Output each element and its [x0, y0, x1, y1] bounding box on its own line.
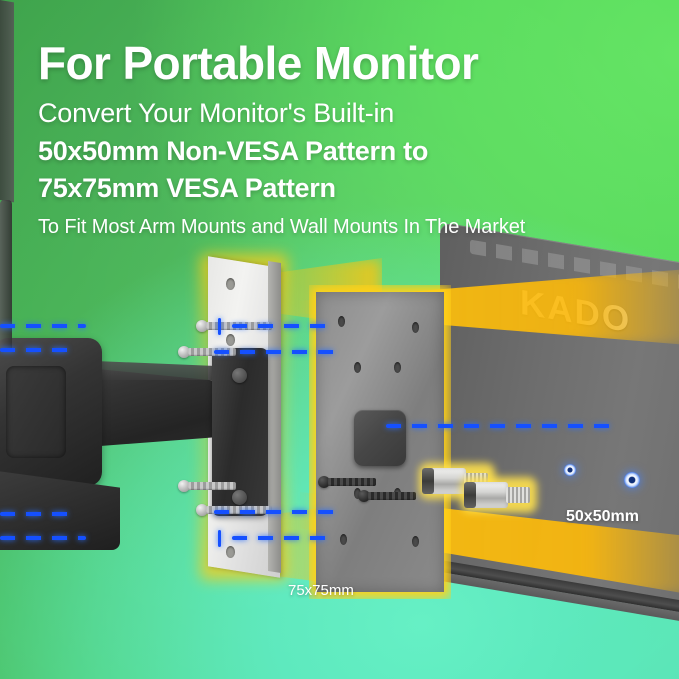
screw-shaft	[188, 482, 236, 490]
caption-75x75mm: 75x75mm	[288, 582, 354, 599]
screw-shaft	[328, 478, 376, 486]
hex-standoff-spacer	[461, 477, 537, 513]
screw-head	[358, 490, 370, 502]
mount-plate-hole	[226, 546, 235, 558]
adapter-hole	[354, 488, 361, 499]
vesa-hole-marker	[564, 464, 576, 476]
headline-text-block: For Portable Monitor Convert Your Monito…	[0, 0, 679, 242]
standoff-hex-cap	[422, 468, 434, 494]
arm-joint-inner-slot	[6, 366, 66, 458]
screw-head	[178, 480, 190, 492]
mount-plate-hole	[226, 334, 235, 346]
page-title: For Portable Monitor	[38, 37, 479, 89]
alignment-guide-cross	[218, 530, 221, 547]
mounting-screw	[318, 476, 380, 488]
adapter-hole	[340, 534, 347, 545]
alignment-guide-cross	[218, 318, 221, 335]
alignment-guide-line	[232, 536, 332, 540]
standoff-thread	[506, 487, 530, 503]
subtitle-line-3: 75x75mm VESA Pattern	[38, 173, 336, 203]
adapter-hole	[338, 316, 345, 327]
adapter-plate-hub	[354, 410, 406, 466]
arm-pin	[232, 368, 247, 383]
alignment-guide-line	[232, 324, 332, 328]
alignment-guide-line	[214, 350, 336, 354]
screw-shaft	[188, 348, 236, 356]
alignment-guide-line	[0, 324, 86, 328]
mount-plate-hole	[226, 278, 235, 290]
subtitle-line-2: 50x50mm Non-VESA Pattern to	[38, 136, 429, 166]
subtitle-line-1: Convert Your Monitor's Built-in	[38, 98, 395, 128]
arm-pin	[232, 490, 247, 505]
alignment-guide-line	[0, 348, 70, 352]
adapter-hole	[394, 362, 401, 373]
screw-head	[196, 320, 208, 332]
alignment-guide-line	[214, 510, 336, 514]
screw-head	[196, 504, 208, 516]
alignment-guide-line	[0, 512, 70, 516]
screw-head	[318, 476, 330, 488]
mount-plate-side-edge	[268, 260, 281, 574]
mounting-screw	[358, 490, 420, 502]
adapter-hole	[412, 536, 419, 547]
subtitle-line-4: To Fit Most Arm Mounts and Wall Mounts I…	[38, 216, 526, 238]
adapter-hole	[354, 362, 361, 373]
standoff-hex-cap	[464, 482, 476, 508]
alignment-guide-line	[386, 424, 616, 428]
vesa-hole-marker	[624, 472, 640, 488]
caption-50x50mm: 50x50mm	[566, 508, 639, 525]
vesa-x-adapter-plate	[309, 285, 451, 599]
alignment-guide-line	[0, 536, 86, 540]
screw-shaft	[368, 492, 416, 500]
screw-head	[178, 346, 190, 358]
adapter-hole	[412, 322, 419, 333]
mounting-screw	[178, 480, 240, 492]
arm-head-rail	[0, 200, 12, 352]
mounting-screw	[178, 346, 240, 358]
